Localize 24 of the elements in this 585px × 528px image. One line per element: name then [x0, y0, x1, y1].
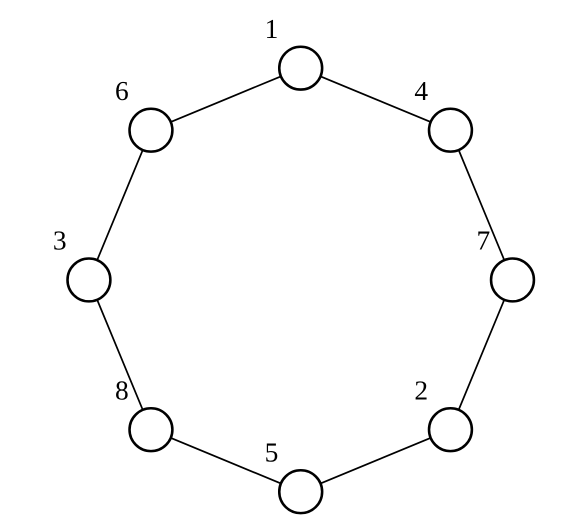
connector	[320, 436, 430, 484]
node-circle	[489, 256, 535, 302]
node-circle	[427, 106, 473, 152]
connector	[170, 436, 281, 484]
node-label: 7	[476, 225, 490, 256]
node-label: 6	[114, 75, 128, 106]
node-label: 5	[264, 436, 278, 467]
node-label: 3	[52, 225, 66, 256]
node-label: 1	[264, 13, 278, 44]
connector	[170, 75, 280, 122]
node-circle	[128, 106, 174, 152]
node-label: 8	[114, 374, 128, 405]
connector	[96, 149, 144, 260]
node-label: 4	[414, 75, 428, 106]
connector	[320, 75, 430, 122]
node-circle	[277, 468, 323, 514]
node-circle	[128, 406, 174, 452]
node-label: 2	[414, 374, 428, 405]
node-circle	[277, 44, 323, 90]
node-circle	[427, 406, 473, 452]
node-circle	[66, 256, 112, 302]
connector	[458, 150, 505, 260]
connector	[458, 298, 505, 410]
connector	[96, 299, 144, 410]
